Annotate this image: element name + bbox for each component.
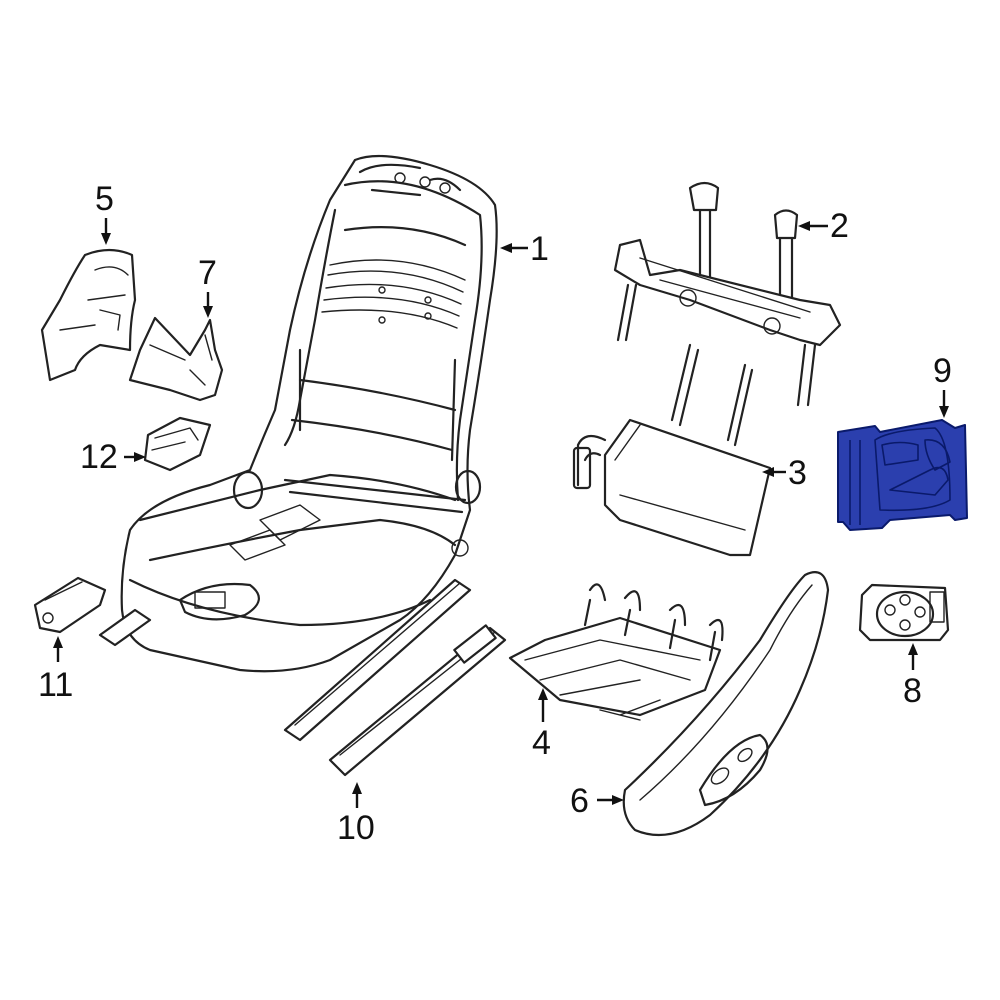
part-2-frame-assembly[interactable]	[613, 181, 842, 407]
callout-10[interactable]: 10	[337, 809, 375, 847]
part-12-cover[interactable]	[143, 416, 212, 472]
callout-8[interactable]: 8	[903, 672, 922, 710]
callout-1[interactable]: 1	[530, 230, 549, 268]
part-3-lumbar-module[interactable]	[572, 343, 772, 557]
callout-3[interactable]: 3	[788, 454, 807, 492]
callout-11[interactable]: 11	[38, 666, 74, 704]
part-9-highlighted-switch-panel[interactable]	[837, 419, 968, 531]
callout-7[interactable]: 7	[198, 254, 217, 292]
part-7-bracket[interactable]	[128, 316, 224, 402]
part-4-spring-mat[interactable]	[508, 583, 724, 721]
callout-2[interactable]: 2	[830, 207, 849, 245]
callout-6[interactable]: 6	[570, 782, 589, 820]
part-11-cover[interactable]	[33, 576, 107, 634]
part-10-seat-track[interactable]	[98, 578, 507, 777]
part-6-side-shield[interactable]	[622, 571, 830, 837]
part-1-seat-frame[interactable]	[120, 154, 498, 673]
callout-9[interactable]: 9	[933, 352, 952, 390]
part-8-switch[interactable]	[858, 583, 950, 642]
part-5-trim-cover[interactable]	[40, 248, 137, 382]
callout-4[interactable]: 4	[532, 724, 551, 762]
callout-5[interactable]: 5	[95, 180, 114, 218]
callout-arrows	[53, 218, 949, 808]
callout-12[interactable]: 12	[80, 438, 118, 476]
